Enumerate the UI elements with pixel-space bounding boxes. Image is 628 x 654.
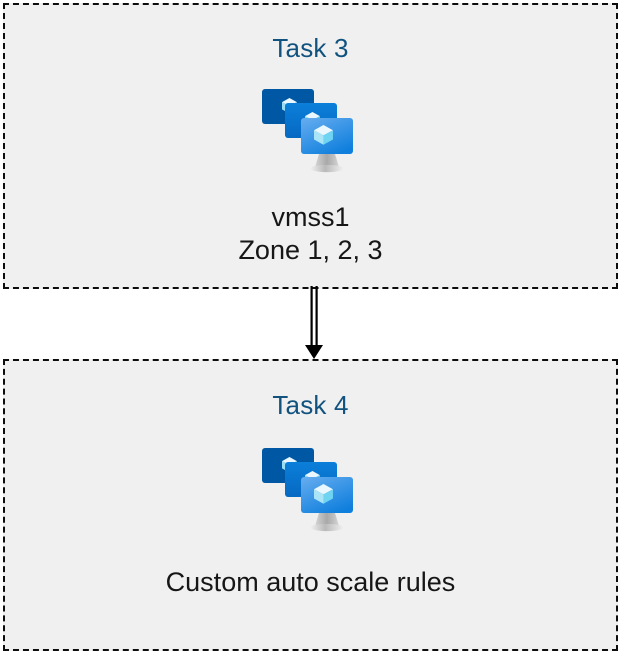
task-box-task-4[interactable]: Task 4 [3,359,618,651]
task-3-caption: vmss1 Zone 1, 2, 3 [238,202,383,265]
task-4-caption: Custom auto scale rules [165,567,456,597]
task-box-task-3[interactable]: Task 3 [3,3,618,289]
virtual-machine-scale-set-icon [261,448,353,532]
task-3-title: Task 3 [272,33,349,63]
virtual-machine-scale-set-icon [261,89,353,173]
connector-arrow-task3-to-task4 [305,286,323,359]
task-4-title: Task 4 [272,390,349,420]
